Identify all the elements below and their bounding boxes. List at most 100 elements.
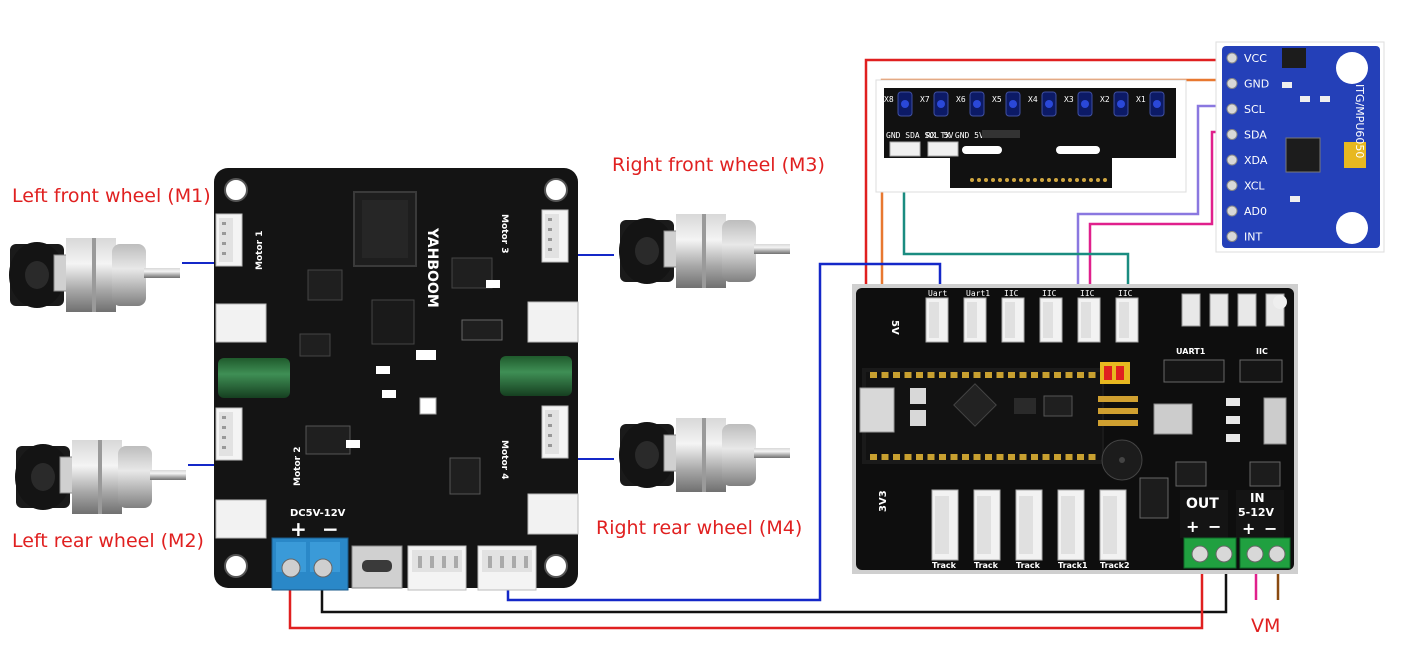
header-pin [881,372,889,378]
sensor-label-x7: X7 [920,95,930,104]
motor-m2 [9,411,189,523]
wire-black [320,565,1228,614]
motor-m4 [613,389,793,501]
header-pin [916,372,923,378]
port-top-2: IIC [1001,289,1025,343]
header-pin [1042,372,1050,378]
label-vm: VM [1251,615,1280,637]
mpu-pin-xcl: XCL [1226,180,1265,193]
sensor-channel-x5: X5 [992,91,1021,117]
sensor-channel-x4: X4 [1028,91,1057,117]
sensor-channel-x7: X7 [920,91,949,117]
svg-text:XDA: XDA [1244,154,1268,167]
wire-vcc [864,58,1236,376]
header-pin [916,454,923,460]
label-left-front: Left front wheel (M1) [12,185,211,207]
sensor-pad [1054,178,1058,182]
header-pin [985,454,992,460]
brand-yahboom: YAHBOOM [424,227,440,308]
svg-text:Track: Track [1016,561,1041,570]
header-pin [950,454,958,460]
header-pin [1008,372,1015,378]
mpu-name: ITG/MPU6050 [1353,84,1366,158]
header-pin [893,372,900,378]
sensor-channel-x3: X3 [1064,91,1093,117]
mpu-pin-gnd: GND [1226,78,1269,91]
svg-text:IIC: IIC [1004,289,1019,298]
out-terminal [1183,537,1237,569]
svg-text:IIC: IIC [1042,289,1057,298]
header-pin [881,454,889,460]
connector-bottom-1 [407,545,467,591]
header-pin [973,372,981,378]
header-pin [939,372,946,378]
sensor-pad [1005,178,1009,182]
mpu-pin-scl: SCL [1226,103,1266,116]
svg-text:IIC: IIC [1080,289,1095,298]
header-pin [950,372,958,378]
port-top-0: Uart [925,289,949,343]
label-out: OUT [1186,496,1219,512]
in-plus: + [1242,519,1255,538]
sensor-pad [1075,178,1079,182]
connector-m2 [215,407,243,461]
sensor-pad [1033,178,1037,182]
power-terminal [271,537,349,591]
in-terminal [1239,537,1291,569]
motor-label-4: Motor 4 [499,440,509,479]
svg-text:GND: GND [1244,78,1269,91]
sensor-pad [1061,178,1065,182]
header-pin [1042,454,1050,460]
sensor-pad [977,178,981,182]
header-pin [973,454,981,460]
sensor-channel-x8: X8 [884,91,913,117]
sensor-channel-x2: X2 [1100,91,1129,117]
header-pin [904,372,912,378]
wire-uart [506,262,942,602]
sensor-pad [984,178,988,182]
label-right-front: Right front wheel (M3) [612,154,825,176]
sensor-label-x6: X6 [956,95,966,104]
port-top-1: Uart1 [963,289,990,343]
header-pin [1008,454,1015,460]
power-minus: − [322,517,339,541]
sensor-label-x5: X5 [992,95,1002,104]
svg-text:Track: Track [974,561,999,570]
svg-text:XCL: XCL [1244,180,1265,193]
svg-text:SDA: SDA [1244,129,1267,142]
header-pin [985,372,992,378]
sensor-pad [998,178,1002,182]
sensor-pad [1012,178,1016,182]
sensor-pad [1096,178,1100,182]
label-in-range: 5-12V [1238,506,1275,519]
out-plus: + [1186,517,1199,536]
mpu-pin-vcc: VCC [1226,52,1267,65]
mpu-pin-xda: XDA [1226,154,1268,167]
header-pin [927,454,935,460]
connector-uart [477,545,537,591]
port-top-3: IIC [1039,289,1063,343]
svg-text:VCC: VCC [1244,52,1267,65]
sensor-label-x4: X4 [1028,95,1038,104]
motor-m3 [613,185,793,297]
svg-text:Track1: Track1 [1058,561,1088,570]
port-bottom-2: Track [1015,489,1043,570]
header-pin [1031,372,1038,378]
mpu-pin-int: INT [1226,231,1262,244]
mpu-pin-sda: SDA [1226,129,1267,142]
power-label: DC5V-12V [290,508,346,519]
port-top-4: IIC [1077,289,1101,343]
header-pin [1077,454,1084,460]
svg-text:Track2: Track2 [1100,561,1130,570]
sensor-pad [1019,178,1023,182]
label-left-rear: Left rear wheel (M2) [12,530,204,552]
port-top-5: IIC [1115,289,1139,343]
port-bottom-3: Track1 [1057,489,1088,570]
header-pin [927,372,935,378]
header-pin [1054,454,1061,460]
sensor-label-x8: X8 [884,95,894,104]
header-pin [1019,454,1027,460]
header-pin [1065,372,1073,378]
port-bottom-1: Track [973,489,1001,570]
